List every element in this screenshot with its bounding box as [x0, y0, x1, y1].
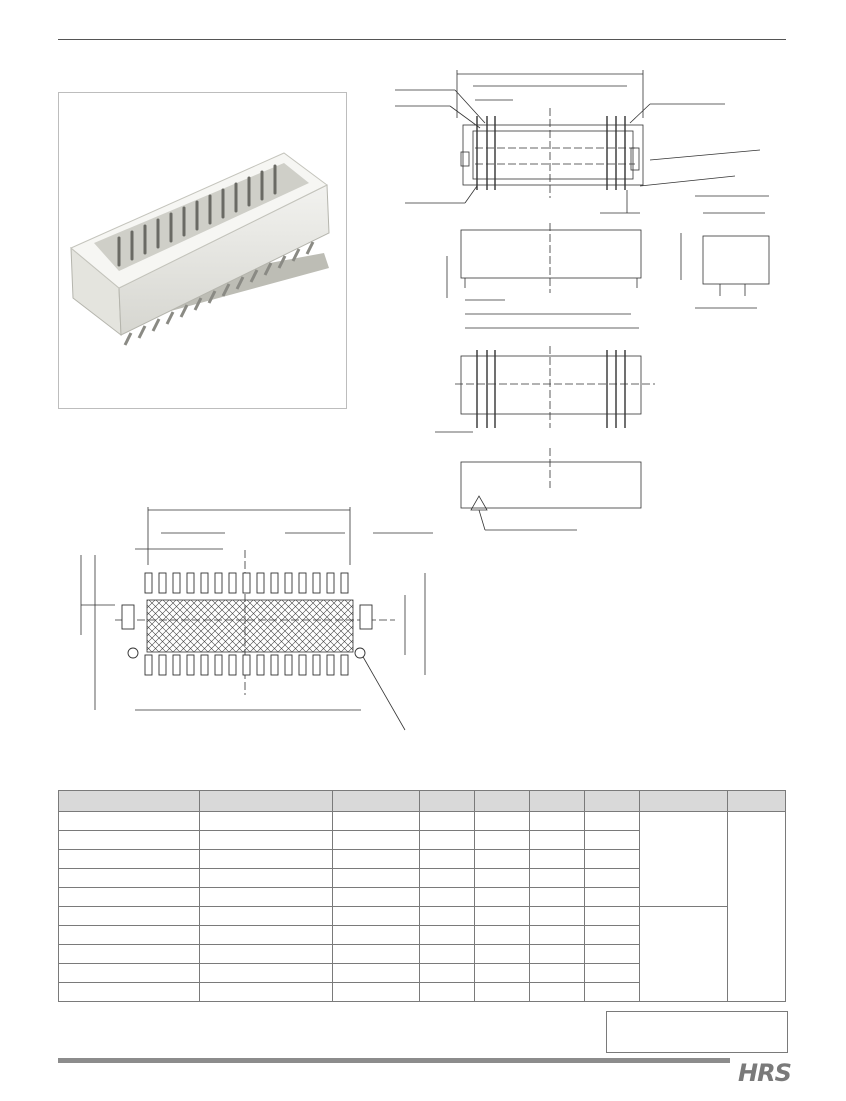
table-header-cell: [198, 790, 333, 812]
table-row: [58, 906, 786, 1002]
pcb-footprint-drawing: [80, 507, 433, 731]
table-header-cell: [727, 790, 786, 812]
table-header-cell: [58, 790, 200, 812]
connector-illustration: [70, 152, 330, 346]
table-header-cell: [331, 790, 421, 812]
table-header-cell: [584, 790, 641, 812]
table-row: [58, 963, 786, 983]
table-header-cell: [419, 790, 476, 812]
table-row: [58, 944, 786, 964]
table-row: [58, 925, 786, 945]
table-row: [58, 982, 786, 1002]
footer-rule: [58, 1058, 730, 1063]
table-header-cell: [639, 790, 729, 812]
table-header-cell: [474, 790, 531, 812]
table-row: [58, 811, 786, 1002]
spec-table: [58, 790, 786, 1002]
top-rule: [58, 39, 786, 40]
hrs-logo: HRS: [738, 1059, 792, 1087]
dimension-drawing: [395, 70, 770, 531]
table-header-row: [58, 790, 786, 812]
note-box: [606, 1011, 788, 1053]
table-row: [58, 849, 786, 869]
product-photo: [58, 92, 347, 409]
table-header-cell: [529, 790, 586, 812]
table-row: [58, 868, 786, 888]
